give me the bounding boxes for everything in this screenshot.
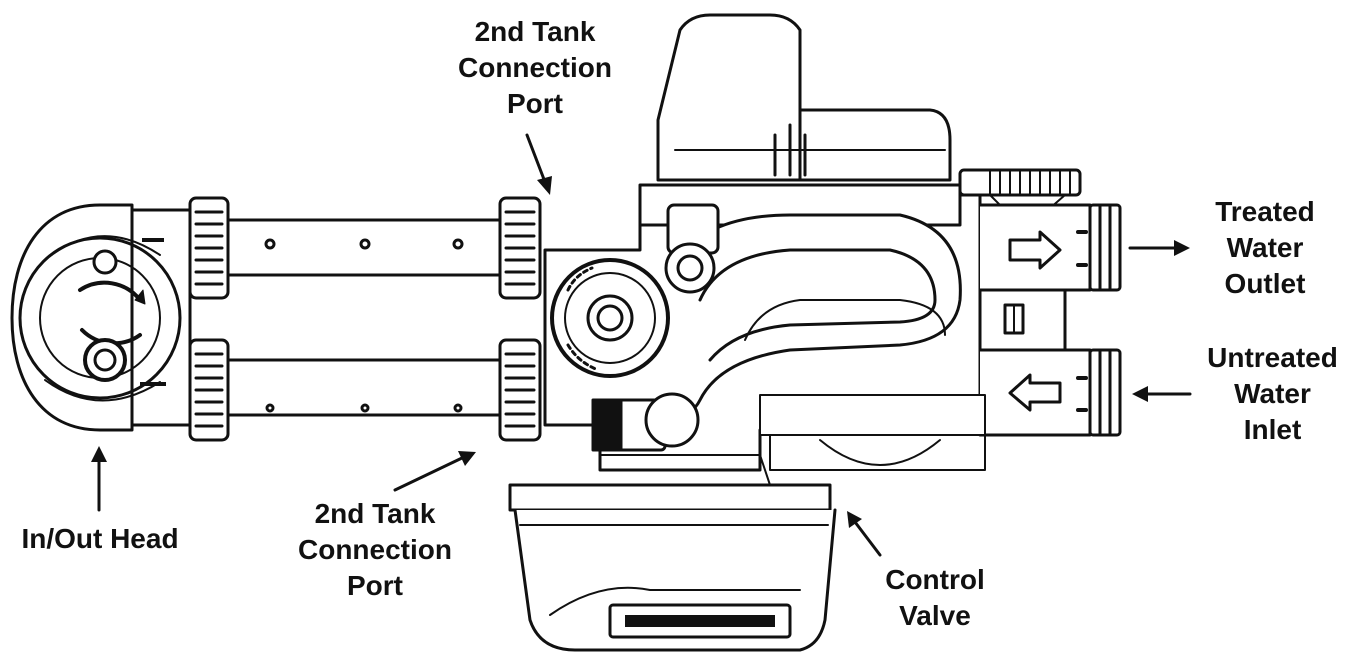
label-control-valve: Control Valve xyxy=(850,562,1020,634)
label-line: Inlet xyxy=(1243,414,1302,445)
label-untreated-inlet: Untreated Water Inlet xyxy=(1185,340,1360,448)
middle-nuts xyxy=(498,196,542,442)
label-line: Outlet xyxy=(1224,268,1306,299)
label-tank-port-top: 2nd Tank Connection Port xyxy=(425,14,645,122)
label-line: Treated xyxy=(1215,196,1315,227)
connecting-tubes xyxy=(226,218,502,417)
label-line: Water xyxy=(1226,232,1304,263)
label-line: Untreated xyxy=(1207,342,1338,373)
label-line: Connection xyxy=(458,52,612,83)
label-treated-outlet: Treated Water Outlet xyxy=(1190,194,1340,302)
arrow-tank-port-bottom xyxy=(393,456,464,492)
control-valve-drawing xyxy=(508,13,1122,652)
label-line: Connection xyxy=(298,534,452,565)
label-tank-port-bottom: 2nd Tank Connection Port xyxy=(265,496,485,604)
label-in-out-head: In/Out Head xyxy=(0,521,200,557)
arrow-tank-port-top xyxy=(525,133,547,184)
label-line: Water xyxy=(1234,378,1311,409)
label-line: Port xyxy=(347,570,403,601)
label-line: 2nd Tank xyxy=(314,498,436,529)
label-arrows xyxy=(91,133,1192,557)
label-line: 2nd Tank xyxy=(474,16,596,47)
label-line: In/Out Head xyxy=(21,523,179,554)
left-nuts xyxy=(188,196,230,442)
label-line: Valve xyxy=(899,600,971,631)
arrow-control-valve xyxy=(853,520,882,557)
label-line: Port xyxy=(507,88,563,119)
in-out-head-drawing xyxy=(10,203,192,432)
label-line: Control xyxy=(885,564,985,595)
